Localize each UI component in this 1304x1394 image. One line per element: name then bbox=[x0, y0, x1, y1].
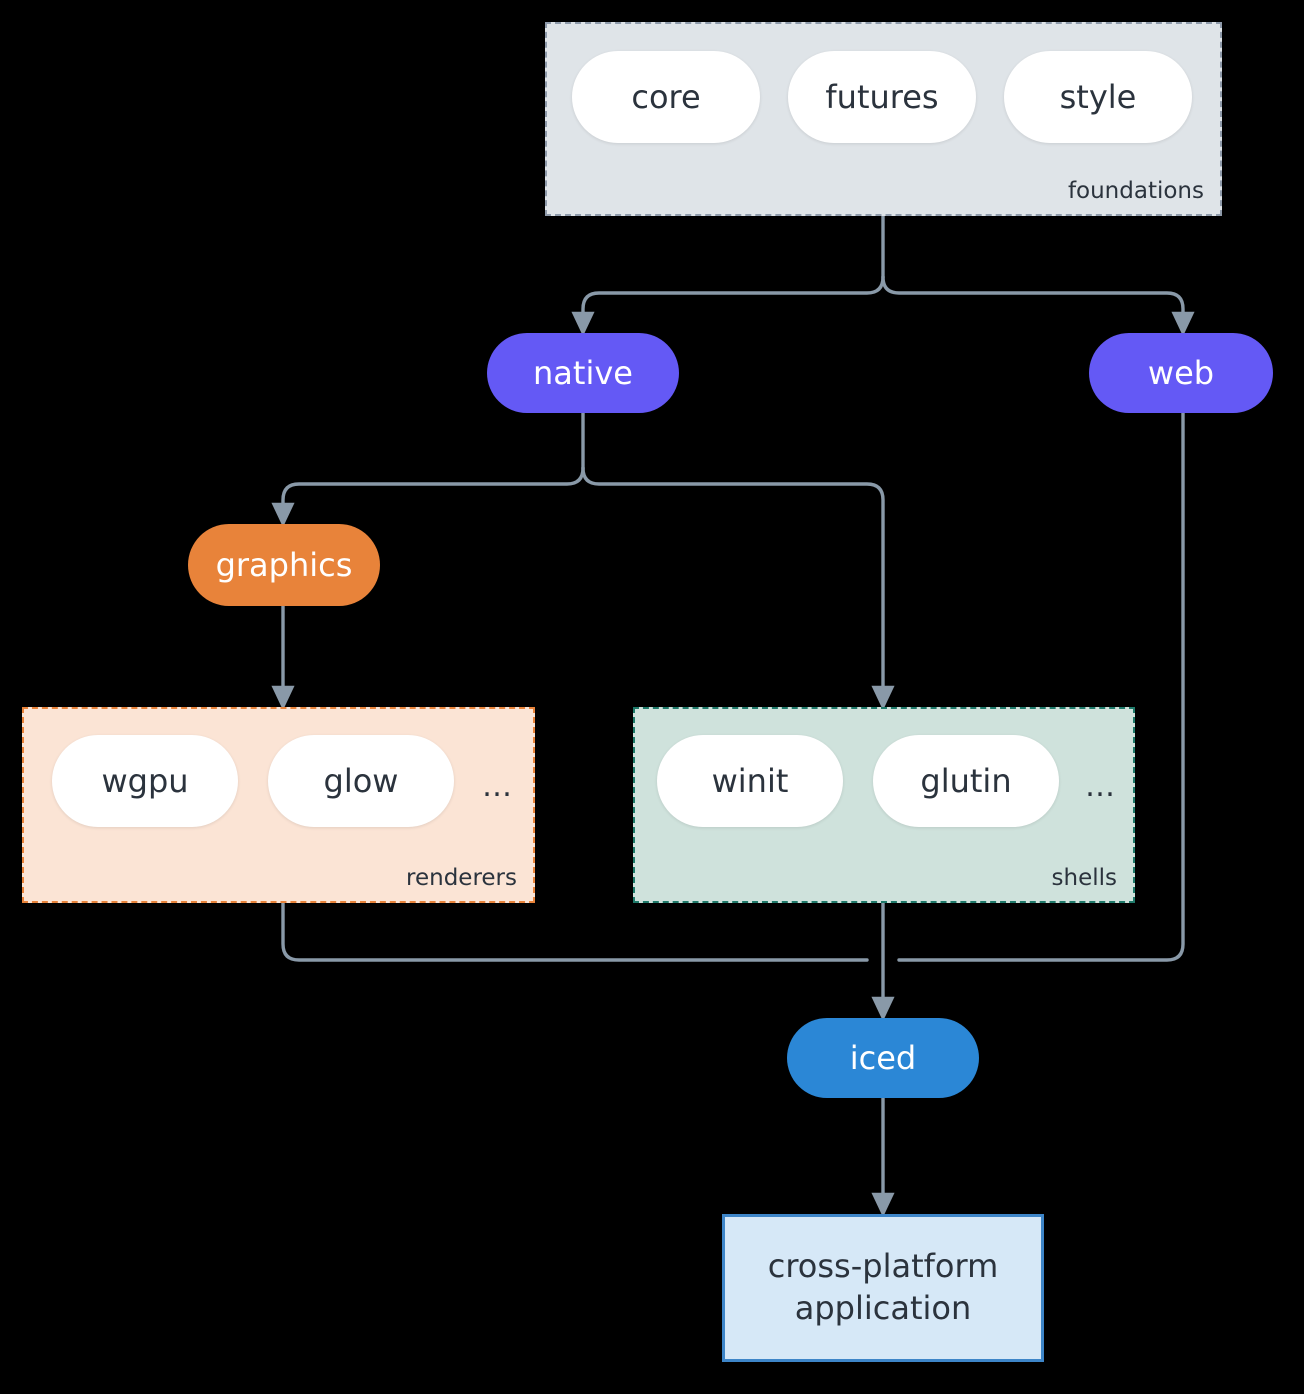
node-application-label-line2: application bbox=[794, 1289, 972, 1327]
node-glow-label: glow bbox=[323, 762, 399, 800]
node-style-label: style bbox=[1059, 78, 1137, 116]
node-core[interactable]: core bbox=[572, 51, 760, 143]
node-core-label: core bbox=[631, 78, 701, 116]
node-iced-label: iced bbox=[849, 1039, 917, 1077]
node-glutin[interactable]: glutin bbox=[873, 735, 1059, 827]
node-native-label: native bbox=[533, 354, 633, 392]
node-style[interactable]: style bbox=[1004, 51, 1192, 143]
edge-renderers-to-iced bbox=[281, 901, 869, 962]
node-futures-label: futures bbox=[825, 78, 939, 116]
node-cross-platform-application[interactable]: cross-platform application bbox=[722, 1214, 1044, 1362]
node-shells-more: … bbox=[1085, 769, 1117, 804]
edge-foundations-to-web bbox=[881, 275, 1195, 337]
node-graphics[interactable]: graphics bbox=[188, 524, 380, 606]
node-application-label-line1: cross-platform bbox=[767, 1247, 999, 1286]
node-glow[interactable]: glow bbox=[268, 735, 454, 827]
edge-native-to-shells bbox=[581, 466, 895, 711]
node-winit[interactable]: winit bbox=[657, 735, 843, 827]
node-web-label: web bbox=[1147, 354, 1215, 392]
cluster-foundations-label: foundations bbox=[1067, 178, 1204, 204]
edge-foundations-to-native bbox=[571, 275, 885, 337]
node-glutin-label: glutin bbox=[920, 762, 1012, 800]
node-native[interactable]: native bbox=[487, 333, 679, 413]
node-wgpu[interactable]: wgpu bbox=[52, 735, 238, 827]
node-web[interactable]: web bbox=[1089, 333, 1273, 413]
node-winit-label: winit bbox=[711, 762, 789, 800]
cluster-renderers-label: renderers bbox=[406, 865, 517, 891]
node-iced[interactable]: iced bbox=[787, 1018, 979, 1098]
node-wgpu-label: wgpu bbox=[101, 762, 189, 800]
cluster-shells-label: shells bbox=[1051, 865, 1117, 891]
edge-native-to-graphics bbox=[271, 466, 585, 528]
node-futures[interactable]: futures bbox=[788, 51, 976, 143]
node-graphics-label: graphics bbox=[215, 546, 353, 584]
node-renderers-more: … bbox=[482, 769, 514, 804]
